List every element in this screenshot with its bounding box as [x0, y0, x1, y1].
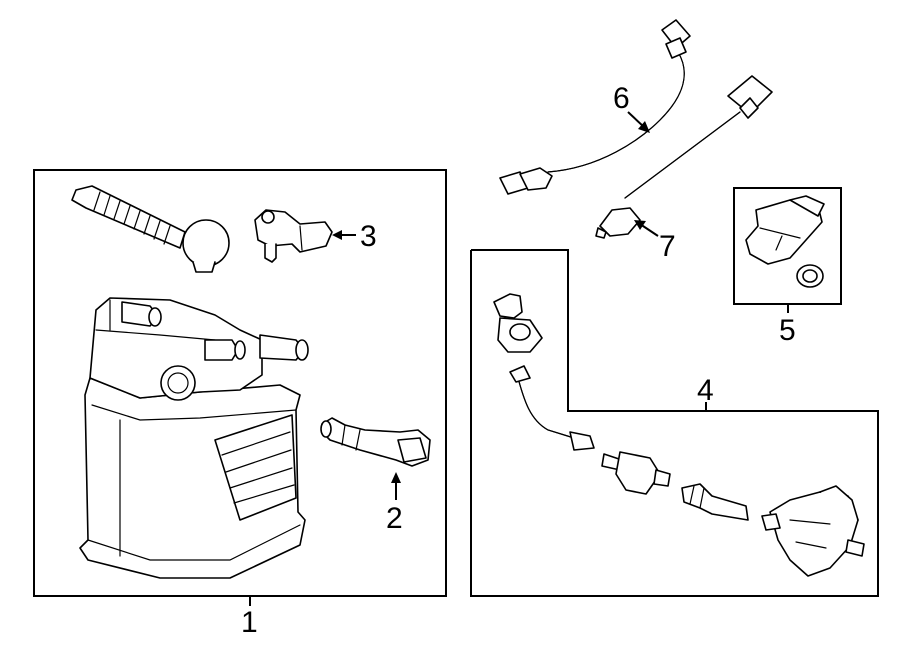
pressure-sensor	[745, 195, 825, 265]
group-1-frame	[33, 169, 447, 597]
arrow-7-head	[634, 220, 646, 230]
callout-1: 1	[241, 606, 258, 639]
oxygen-sensor-7	[595, 75, 773, 239]
callout-3: 3	[360, 220, 377, 253]
arrow-7-line	[639, 223, 659, 237]
arrow-6-head	[638, 121, 650, 133]
o-ring	[796, 264, 824, 288]
bracket-sensor	[254, 209, 333, 263]
callout-4: 4	[697, 374, 714, 407]
group-4-frame	[470, 249, 879, 597]
arrow-3-head	[332, 230, 342, 240]
callout-5: 5	[779, 314, 796, 347]
callout-2: 2	[386, 502, 403, 535]
purge-valve-assembly	[493, 293, 865, 577]
oxygen-sensor-6	[499, 19, 691, 195]
arrow-2-head	[391, 472, 401, 483]
purge-sensor	[320, 417, 431, 467]
vapor-canister	[79, 297, 309, 579]
callout-7: 7	[659, 230, 676, 263]
vent-hose	[71, 185, 230, 273]
callout-6: 6	[613, 82, 630, 115]
